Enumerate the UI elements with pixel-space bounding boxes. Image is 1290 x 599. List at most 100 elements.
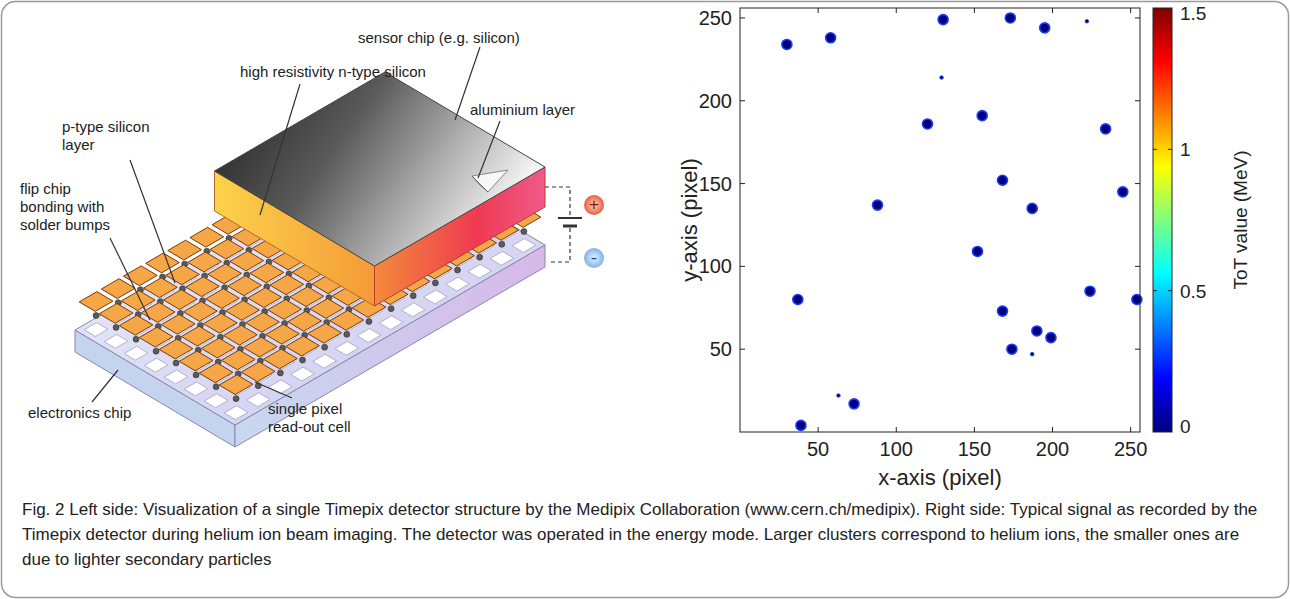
p-type-pixel	[286, 336, 320, 356]
p-type-pixel	[330, 310, 364, 330]
readout-cell	[291, 367, 315, 381]
axis-tick	[1052, 8, 1053, 13]
aluminium-peel	[472, 176, 488, 192]
bias-circuit	[545, 187, 604, 268]
particle-clusters	[782, 13, 1142, 430]
axis-tick	[1135, 266, 1140, 267]
solder-bump	[173, 360, 179, 366]
y-tick-label: 200	[699, 89, 732, 113]
particle-cluster	[998, 306, 1008, 316]
particle-cluster	[1085, 286, 1095, 296]
solder-bump	[410, 293, 416, 299]
terminal-sign: +	[589, 195, 599, 215]
y-tick-label: 250	[699, 6, 732, 30]
axis-tick	[740, 266, 745, 267]
axis-tick	[1135, 349, 1140, 350]
p-type-pixel	[308, 323, 342, 343]
battery-symbol	[558, 217, 582, 219]
colorbar-title: ToT value (MeV)	[1229, 150, 1252, 289]
axis-tick	[974, 427, 975, 432]
readout-cell	[357, 329, 381, 343]
solder-bump	[93, 313, 99, 319]
solder-bump	[455, 267, 461, 273]
solder-bump	[153, 348, 159, 354]
readout-cell	[184, 382, 208, 396]
axis-tick	[1130, 8, 1131, 13]
callout-label: sensor chip (e.g. silicon)	[358, 29, 520, 47]
axis-tick	[1135, 17, 1140, 18]
solder-bump	[477, 254, 483, 260]
colorbar-tick-label: 1.5	[1180, 2, 1206, 25]
particle-cluster	[923, 119, 933, 129]
particle-cluster	[1007, 344, 1017, 354]
solder-bump	[300, 357, 306, 363]
solder-bump	[366, 318, 372, 324]
solder-bump	[277, 370, 283, 376]
readout-cell	[204, 394, 228, 408]
particle-cluster	[782, 39, 792, 49]
p-type-pixel	[264, 349, 298, 369]
axis-tick	[1135, 100, 1140, 101]
readout-cell	[335, 341, 359, 355]
particle-cluster	[826, 33, 836, 43]
callout-label: aluminium layer	[470, 101, 575, 119]
terminal-sign: -	[591, 246, 597, 269]
y-tick-label: 50	[710, 337, 732, 361]
particle-cluster	[977, 111, 987, 121]
solder-bump	[233, 396, 239, 402]
axis-tick	[1052, 427, 1053, 432]
readout-cell	[512, 239, 536, 253]
colorbar-tick	[1168, 149, 1172, 150]
readout-cell	[313, 354, 337, 368]
particle-cluster	[1040, 23, 1050, 33]
axis-title: x-axis (pixel)	[878, 465, 1001, 491]
readout-cell	[269, 380, 293, 394]
leader-line	[255, 382, 292, 398]
leader-line	[130, 160, 175, 283]
y-tick-label: 150	[699, 172, 732, 196]
callout-label: electronics chip	[28, 404, 131, 422]
colorbar	[1153, 8, 1172, 432]
readout-cell	[246, 393, 270, 407]
colorbar-tick-label: 0.5	[1180, 279, 1206, 302]
readout-cell	[424, 290, 448, 304]
p-type-pixel	[219, 375, 253, 395]
colorbar-tick	[1153, 290, 1157, 291]
callout-label: high resistivity n-type silicon	[240, 63, 426, 81]
axis-title: y-axis (pixel)	[677, 158, 703, 281]
colorbar-ticks	[1153, 149, 1172, 290]
particle-cluster	[998, 175, 1008, 185]
solder-bump	[322, 344, 328, 350]
axis-tick	[740, 183, 745, 184]
battery-symbol	[563, 225, 577, 228]
particle-cluster	[796, 420, 806, 430]
axis-tick	[974, 8, 975, 13]
readout-cell	[224, 406, 248, 420]
leader-line	[260, 84, 300, 215]
bias-wire	[548, 228, 570, 262]
readout-cell	[379, 316, 403, 330]
figure-caption: Fig. 2 Left side: Visualization of a sin…	[22, 497, 1268, 572]
readout-cell	[104, 334, 128, 348]
axis-ticks	[740, 8, 1140, 432]
x-tick-label: 50	[807, 437, 829, 461]
axis-tick	[1130, 427, 1131, 432]
particle-cluster	[973, 246, 983, 256]
particle-cluster	[938, 15, 948, 25]
axis-tick	[818, 427, 819, 432]
x-tick-label: 250	[1114, 437, 1147, 461]
solder-bump	[521, 228, 527, 234]
particle-cluster	[793, 295, 803, 305]
leader-lines	[92, 47, 500, 402]
solder-bump	[344, 331, 350, 337]
callout-label: single pixel read-out cell	[268, 400, 378, 436]
callout-label: p-type silicon layer	[62, 118, 172, 154]
bias-wire	[545, 187, 570, 216]
readout-cell	[84, 323, 108, 337]
plot-frame	[740, 8, 1140, 432]
x-tick-label: 200	[1036, 437, 1069, 461]
particle-cluster	[1101, 124, 1111, 134]
leader-line	[110, 238, 150, 320]
